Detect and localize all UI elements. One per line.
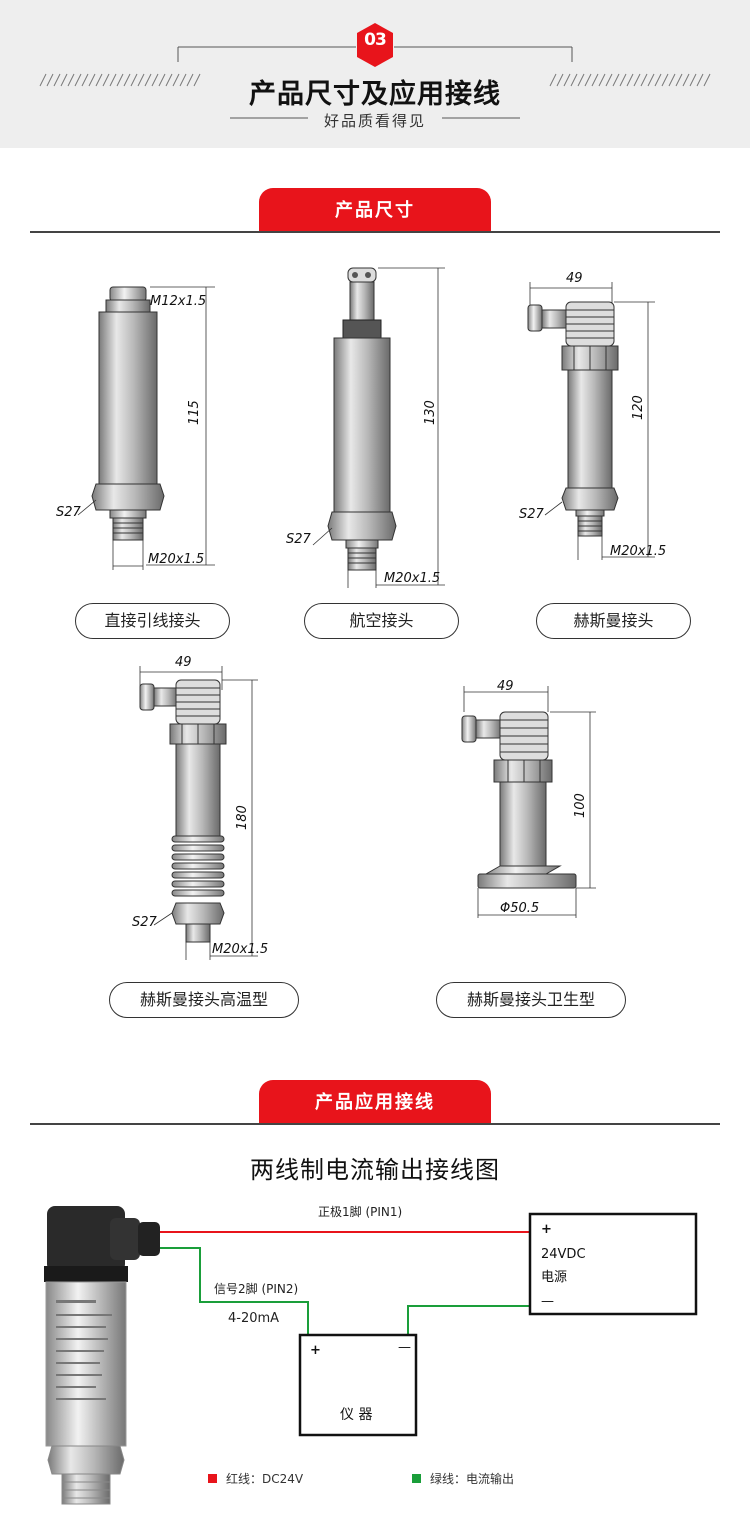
dim-label: S27 bbox=[519, 507, 545, 522]
product-label-aviation: 航空接头 bbox=[304, 603, 459, 639]
current-label: 4-20mA bbox=[228, 1311, 280, 1326]
product-drawing-direct-lead: M12x1.5 115 S27 M20x1.5 bbox=[56, 286, 215, 570]
legend-red-text: 红线：DC24V bbox=[226, 1472, 304, 1486]
dim-label: M12x1.5 bbox=[150, 294, 206, 309]
dim-label: M20x1.5 bbox=[212, 942, 268, 957]
wiring-diagram-title: 两线制电流输出接线图 bbox=[250, 1156, 500, 1184]
section-number-badge: 03 bbox=[364, 30, 387, 50]
power-plus-label: + bbox=[541, 1222, 552, 1237]
product-drawing-hirschmann-sanitary: 49 100 Φ50.5 bbox=[461, 679, 596, 918]
meter-box bbox=[298, 1333, 418, 1437]
dim-label: Φ50.5 bbox=[500, 901, 539, 916]
dim-label: 49 bbox=[175, 655, 192, 670]
dimension-drawings: M12x1.5 115 S27 M20x1.5 130 S27 M20x1.5 bbox=[56, 267, 666, 960]
product-label-hirschmann: 赫斯曼接头 bbox=[536, 603, 691, 639]
section-divider bbox=[30, 1123, 720, 1125]
legend-green-swatch bbox=[412, 1474, 421, 1483]
section-divider bbox=[30, 231, 720, 233]
section-tab-wiring: 产品应用接线 bbox=[259, 1080, 491, 1124]
meter-plus-label: + bbox=[310, 1343, 321, 1358]
product-drawing-hirschmann: 49 120 S27 M20x1.5 bbox=[519, 271, 666, 560]
dim-label: S27 bbox=[56, 505, 82, 520]
dim-label: M20x1.5 bbox=[384, 571, 440, 586]
transmitter-product-image bbox=[44, 1206, 160, 1505]
product-label-hirschmann-sanitary: 赫斯曼接头卫生型 bbox=[436, 982, 626, 1018]
power-name-label: 电源 bbox=[541, 1270, 568, 1285]
meter-minus-label: — bbox=[398, 1340, 411, 1355]
legend-red-swatch bbox=[208, 1474, 217, 1483]
product-label-direct-lead: 直接引线接头 bbox=[75, 603, 230, 639]
power-voltage-label: 24VDC bbox=[541, 1247, 586, 1262]
dim-label: S27 bbox=[132, 915, 158, 930]
power-minus-label: — bbox=[541, 1294, 554, 1309]
pin2-label: 信号2脚 (PIN2) bbox=[214, 1282, 299, 1296]
dim-label: M20x1.5 bbox=[148, 552, 204, 567]
dim-label: 100 bbox=[573, 793, 588, 818]
header-decoration bbox=[39, 23, 711, 119]
product-drawing-aviation-connector: 130 S27 M20x1.5 bbox=[286, 267, 445, 588]
dim-label: M20x1.5 bbox=[610, 544, 666, 559]
product-drawing-hirschmann-high-temp: 49 180 S27 M20x1.5 bbox=[132, 655, 268, 960]
legend-green-text: 绿线：电流输出 bbox=[430, 1472, 515, 1486]
power-supply-box bbox=[528, 1212, 698, 1316]
dim-label: 120 bbox=[631, 395, 646, 420]
section-tab-dimensions: 产品尺寸 bbox=[259, 188, 491, 232]
product-label-hirschmann-high-temp: 赫斯曼接头高温型 bbox=[109, 982, 299, 1018]
pin1-label: 正极1脚 (PIN1) bbox=[318, 1205, 403, 1219]
dim-label: 180 bbox=[235, 805, 250, 830]
page-title: 产品尺寸及应用接线 bbox=[249, 79, 501, 110]
dim-label: 130 bbox=[423, 400, 438, 425]
page-subtitle: 好品质看得见 bbox=[323, 112, 426, 130]
dim-label: S27 bbox=[286, 532, 312, 547]
dim-label: 49 bbox=[566, 271, 583, 286]
meter-name-label: 仪 器 bbox=[340, 1407, 373, 1423]
dim-label: 115 bbox=[187, 400, 202, 425]
dim-label: 49 bbox=[497, 679, 514, 694]
